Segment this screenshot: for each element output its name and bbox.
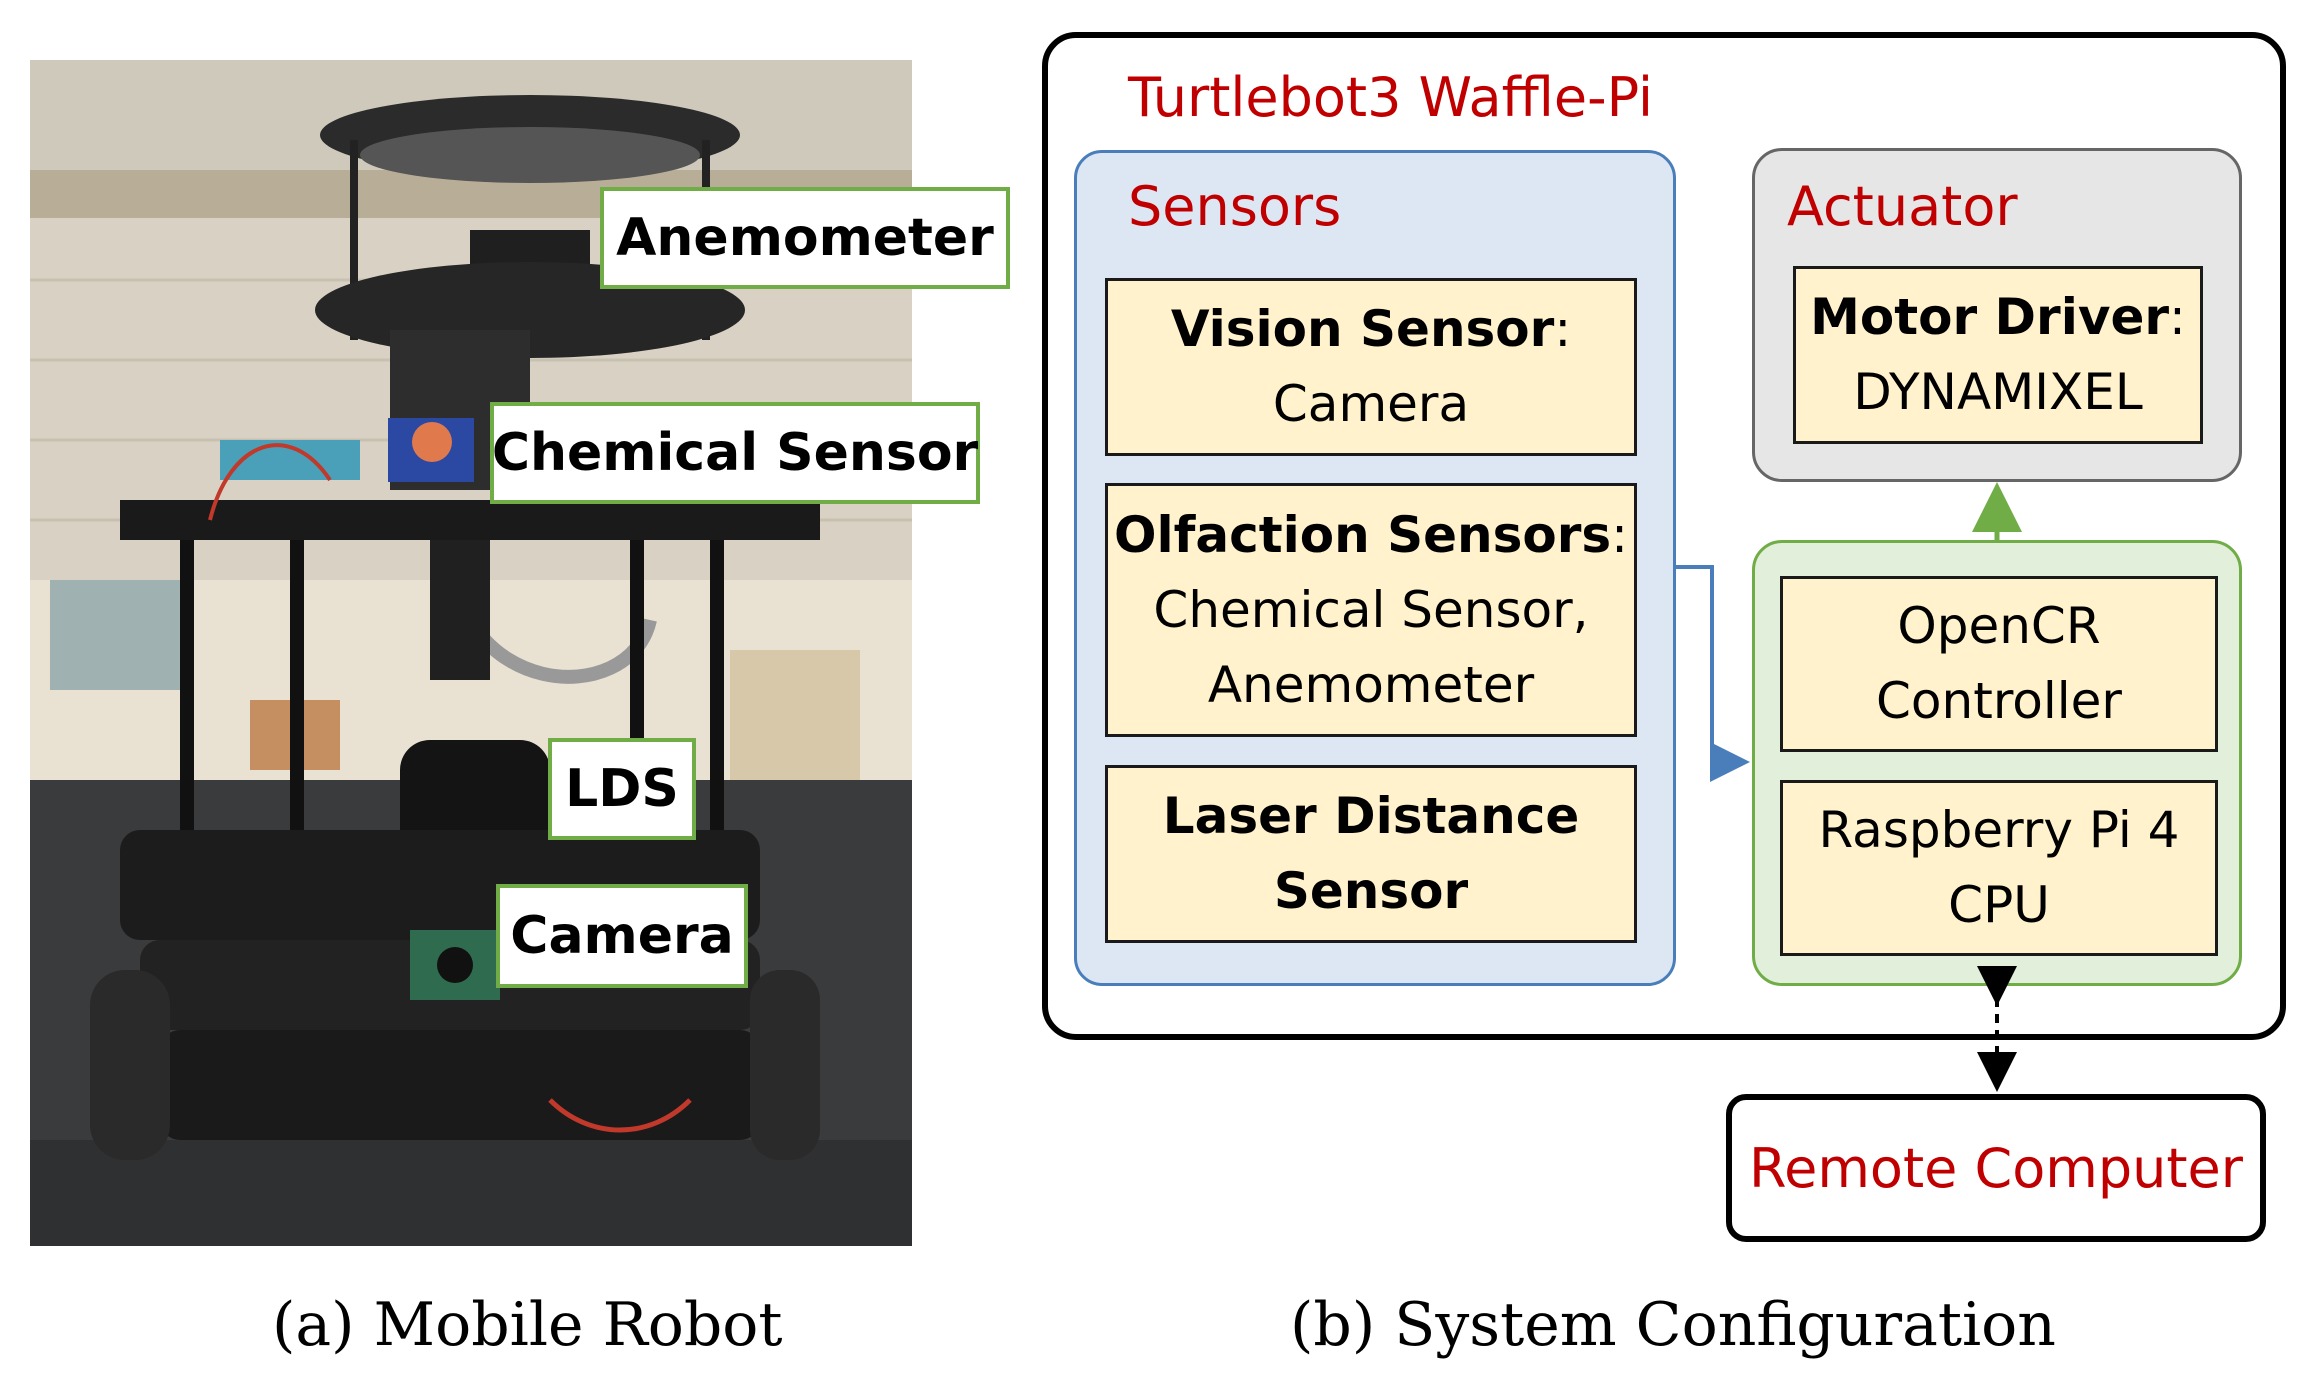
remote-computer-box: Remote Computer — [1726, 1094, 2266, 1242]
opencr-line-1: OpenCR — [1897, 597, 2101, 655]
platform-title: Turtlebot3 Waffle-Pi — [1128, 66, 1653, 129]
callout-lds-label: LDS — [565, 759, 679, 819]
callout-chemical-sensor-label: Chemical Sensor — [491, 423, 979, 483]
opencr-line-2: Controller — [1876, 672, 2122, 730]
vision-sensor-box: Vision Sensor: Camera — [1105, 278, 1637, 456]
raspberry-pi-box: Raspberry Pi 4 CPU — [1780, 780, 2218, 956]
olfaction-sensors-detail-2: Anemometer — [1207, 655, 1535, 714]
caption-a: (a) Mobile Robot — [272, 1290, 783, 1360]
sensors-title: Sensors — [1128, 175, 1342, 238]
vision-sensor-detail: Camera — [1272, 375, 1470, 433]
raspberry-pi-line-2: CPU — [1948, 876, 2050, 934]
raspberry-pi-line-1: Raspberry Pi 4 — [1818, 801, 2180, 859]
callout-lds: LDS — [548, 738, 696, 840]
opencr-controller-box: OpenCR Controller — [1780, 576, 2218, 752]
vision-sensor-name: Vision Sensor — [1170, 300, 1555, 358]
olfaction-sensors-colon: : — [1611, 505, 1629, 564]
caption-b: (b) System Configuration — [1290, 1290, 2056, 1360]
laser-distance-sensor-line-1: Laser Distance — [1162, 787, 1580, 845]
motor-driver-colon: : — [2169, 288, 2186, 346]
motor-driver-name: Motor Driver — [1810, 288, 2170, 346]
olfaction-sensors-name: Olfaction Sensors — [1113, 505, 1612, 564]
callout-anemometer: Anemometer — [600, 187, 1010, 289]
callout-chemical-sensor: Chemical Sensor — [490, 402, 980, 504]
sensors-to-compute-arrow — [1676, 565, 1750, 782]
callout-anemometer-label: Anemometer — [616, 208, 994, 268]
laser-distance-sensor-box: Laser Distance Sensor — [1105, 765, 1637, 943]
olfaction-sensors-detail-1: Chemical Sensor, — [1153, 580, 1589, 639]
remote-computer-label: Remote Computer — [1749, 1136, 2243, 1200]
actuator-title: Actuator — [1787, 175, 2018, 238]
callout-camera: Camera — [496, 884, 748, 988]
callout-camera-label: Camera — [510, 906, 734, 966]
motor-driver-box: Motor Driver: DYNAMIXEL — [1793, 266, 2203, 444]
laser-distance-sensor-line-2: Sensor — [1273, 862, 1469, 920]
olfaction-sensors-box: Olfaction Sensors: Chemical Sensor, Anem… — [1105, 483, 1637, 737]
motor-driver-detail: DYNAMIXEL — [1853, 363, 2143, 421]
vision-sensor-colon: : — [1554, 300, 1572, 358]
turtlebot-platform-box — [1042, 32, 2286, 1040]
